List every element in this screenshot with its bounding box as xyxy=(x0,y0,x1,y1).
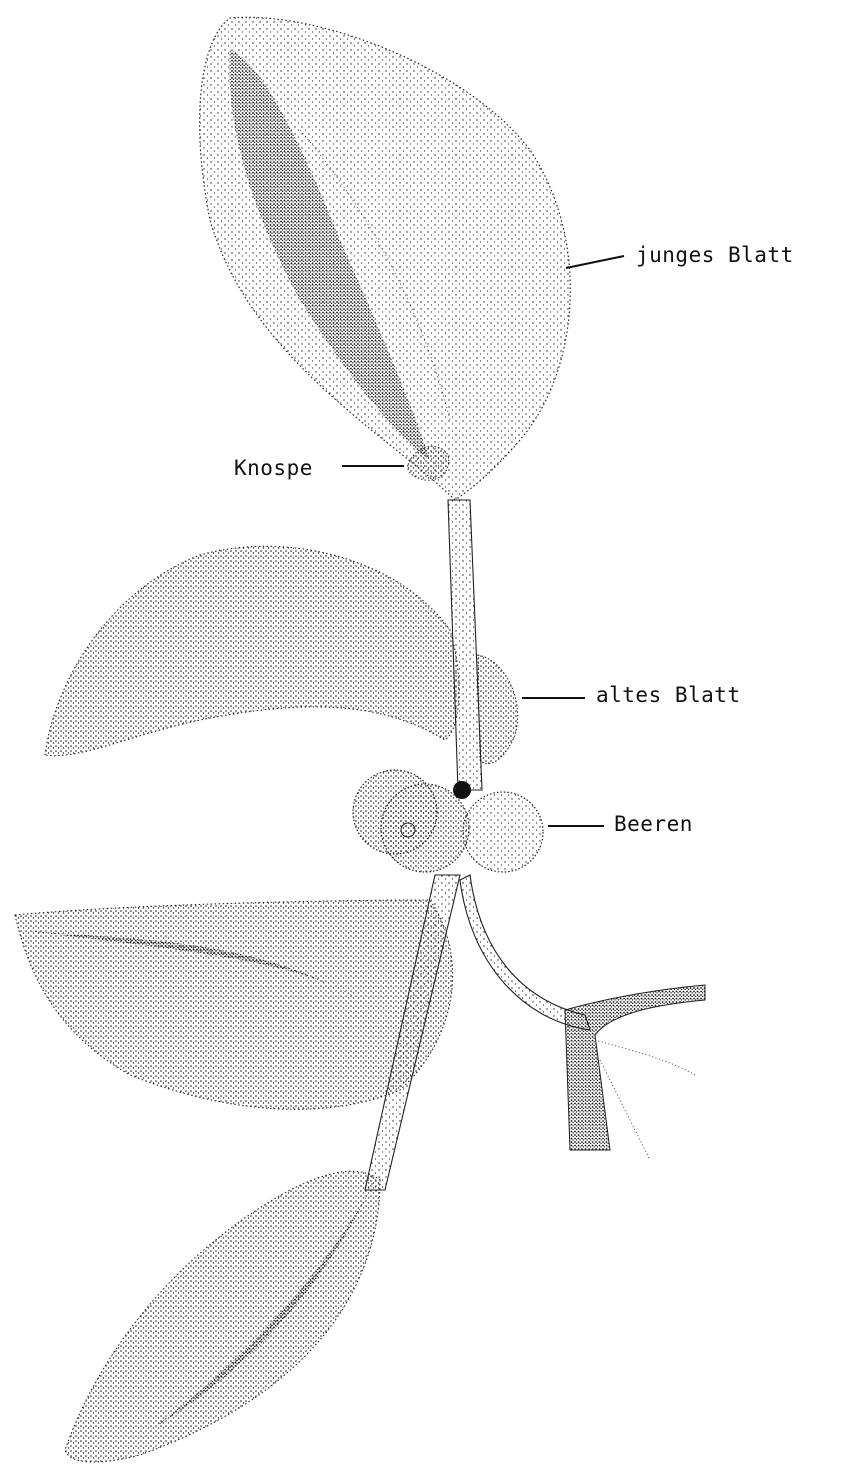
young-leaf xyxy=(200,17,571,500)
label-berries: Beeren xyxy=(614,812,693,836)
bottom-leaf xyxy=(65,1171,380,1462)
lower-stem-branch xyxy=(460,875,590,1030)
leader-young-leaf xyxy=(566,256,624,268)
berry-front-right xyxy=(463,792,543,872)
host-branch xyxy=(565,985,705,1150)
label-old-leaf: altes Blatt xyxy=(596,683,741,707)
host-branch-lines xyxy=(595,1040,695,1160)
old-leaf-left xyxy=(45,546,459,755)
lower-leaf-large xyxy=(15,900,453,1109)
label-young-leaf: junges Blatt xyxy=(636,243,794,267)
berries xyxy=(353,770,543,872)
old-leaf-right xyxy=(478,655,518,764)
label-bud: Knospe xyxy=(234,456,313,480)
berry-front-left xyxy=(381,784,469,872)
stem-node xyxy=(453,781,471,799)
